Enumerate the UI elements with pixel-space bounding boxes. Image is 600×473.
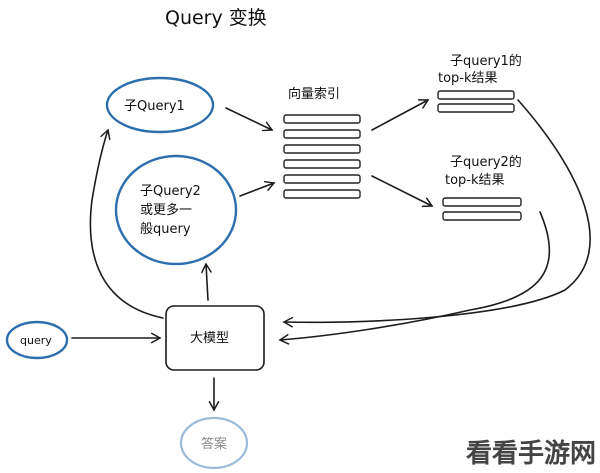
- subquery1-label: 子Query1: [124, 99, 185, 114]
- arrow-index-to-topk2: [371, 175, 434, 208]
- input-query-label: query: [20, 334, 52, 347]
- input-query-node: query: [5, 320, 69, 360]
- llm-node: 大模型: [165, 305, 265, 371]
- watermark-logo: 看看手游网: [466, 439, 596, 469]
- vector-index-label: 向量索引: [288, 86, 340, 102]
- topk2-bars: [442, 197, 522, 221]
- diagram-title: Query 变换: [165, 7, 267, 29]
- topk1-bars: [437, 90, 515, 113]
- arrow-subquery2-to-index: [239, 180, 276, 197]
- arrow-subquery1-to-index: [225, 107, 274, 132]
- subquery2-node: 子Query2 或更多一 般query: [114, 154, 238, 266]
- llm-label: 大模型: [190, 331, 229, 346]
- answer-node: 答案: [179, 416, 249, 470]
- arrow-topk2-to-llm: [278, 211, 551, 345]
- topk1-label-line2: top-k结果: [438, 71, 498, 86]
- topk2-label-line1: 子query2的: [450, 154, 522, 170]
- subquery1-node: 子Query1: [105, 76, 215, 134]
- subquery2-label-line1: 子Query2: [140, 184, 201, 199]
- arrow-index-to-topk1: [371, 99, 430, 131]
- subquery2-label-line3: 般query: [140, 221, 191, 237]
- topk1-label-line1: 子query1的: [450, 53, 522, 69]
- subquery2-label-line2: 或更多一: [140, 202, 192, 218]
- arrow-llm-to-subquery1: [89, 128, 164, 319]
- arrow-topk1-to-llm: [282, 99, 591, 328]
- arrow-llm-to-subquery2: [201, 262, 212, 301]
- topk2-label-line2: top-k结果: [445, 173, 505, 188]
- vector-index-bars: [283, 114, 361, 199]
- answer-label: 答案: [201, 436, 227, 452]
